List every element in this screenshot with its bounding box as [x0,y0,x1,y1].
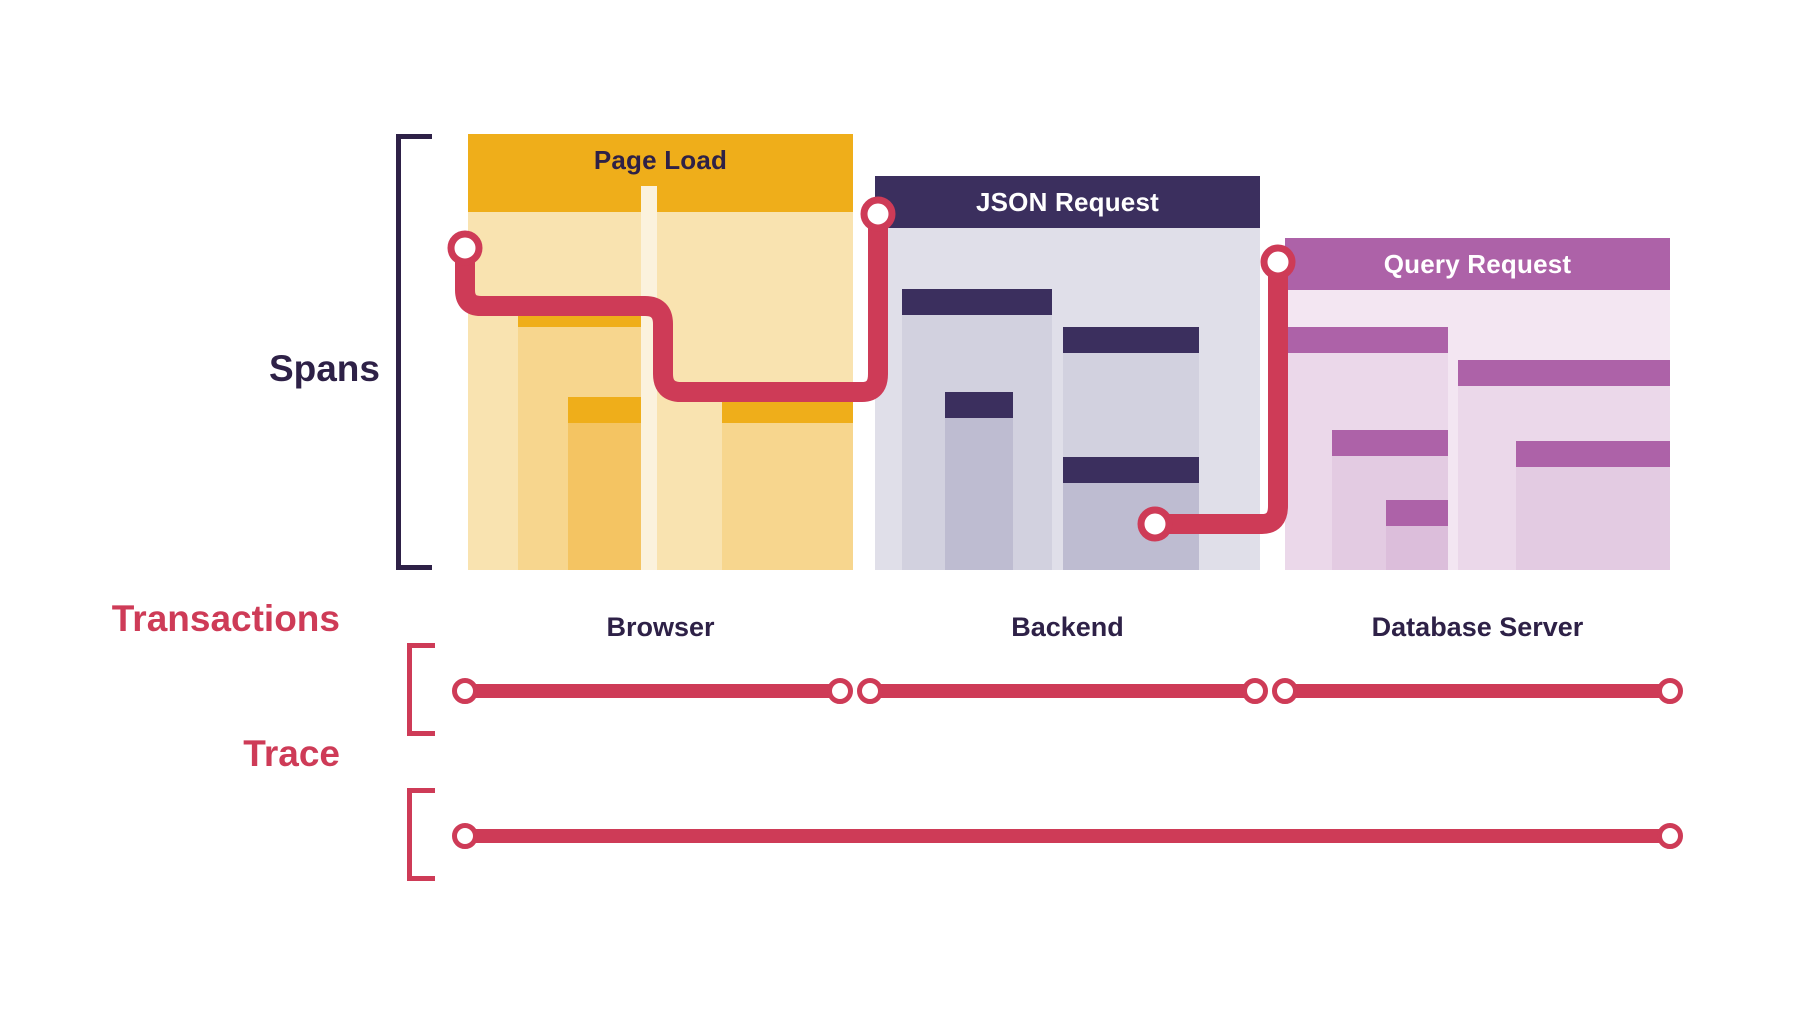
transaction-bar-browser[interactable] [465,684,840,698]
span-bar-cap [1386,500,1448,526]
transaction-panel-browser[interactable]: Page Load [468,134,853,570]
span-bar[interactable] [568,397,641,570]
trace-row-label: Trace [243,733,340,774]
transaction-dot-backend-end[interactable] [1242,678,1268,704]
spans-row-label: Spans [268,348,380,389]
span-bar-cap [902,289,1052,315]
span-tree-backend [875,228,1260,570]
transaction-panel-database[interactable]: Query Request [1285,238,1670,570]
span-bar-cap [1332,430,1448,456]
transactions-bracket [407,643,435,736]
span-bar[interactable] [945,392,1013,570]
span-bar-cap [1516,441,1670,467]
transaction-bar-backend[interactable] [870,684,1255,698]
transaction-title-page-load: Page Load [468,134,853,186]
span-bar-cap [657,186,853,212]
trace-dot-start[interactable] [452,823,478,849]
service-caption-backend: Backend [1011,612,1124,642]
span-bar-cap [568,397,641,423]
span-tree-database [1285,290,1670,570]
service-caption-database: Database Server [1371,612,1584,642]
span-bar-cap [468,186,641,212]
span-bar-cap [518,301,641,327]
service-caption-browser: Browser [606,612,715,642]
span-bar-cap [1285,327,1448,353]
transaction-panel-backend[interactable]: JSON Request [875,176,1260,570]
transaction-dot-browser-end[interactable] [827,678,853,704]
span-bar-cap [1063,327,1199,353]
span-bar-cap [1063,457,1199,483]
span-bar[interactable] [1516,441,1670,570]
transaction-title-json-request: JSON Request [875,176,1260,228]
transaction-title-query-request: Query Request [1285,238,1670,290]
transaction-dot-database-start[interactable] [1272,678,1298,704]
span-tree-browser [468,186,853,570]
spans-bracket [396,134,432,570]
span-bar-cap [1458,360,1670,386]
transaction-dot-browser-start[interactable] [452,678,478,704]
transaction-dot-backend-start[interactable] [857,678,883,704]
transactions-row-label: Transactions [111,598,340,639]
span-bar[interactable] [1386,500,1448,570]
trace-bracket [407,788,435,881]
span-bar-cap [945,392,1013,418]
span-bar-cap [722,397,853,423]
trace-bar[interactable] [465,829,1670,843]
span-bar[interactable] [1063,457,1199,570]
trace-dot-end[interactable] [1657,823,1683,849]
span-bar[interactable] [722,397,853,570]
transaction-dot-database-end[interactable] [1657,678,1683,704]
transaction-bar-database[interactable] [1285,684,1670,698]
